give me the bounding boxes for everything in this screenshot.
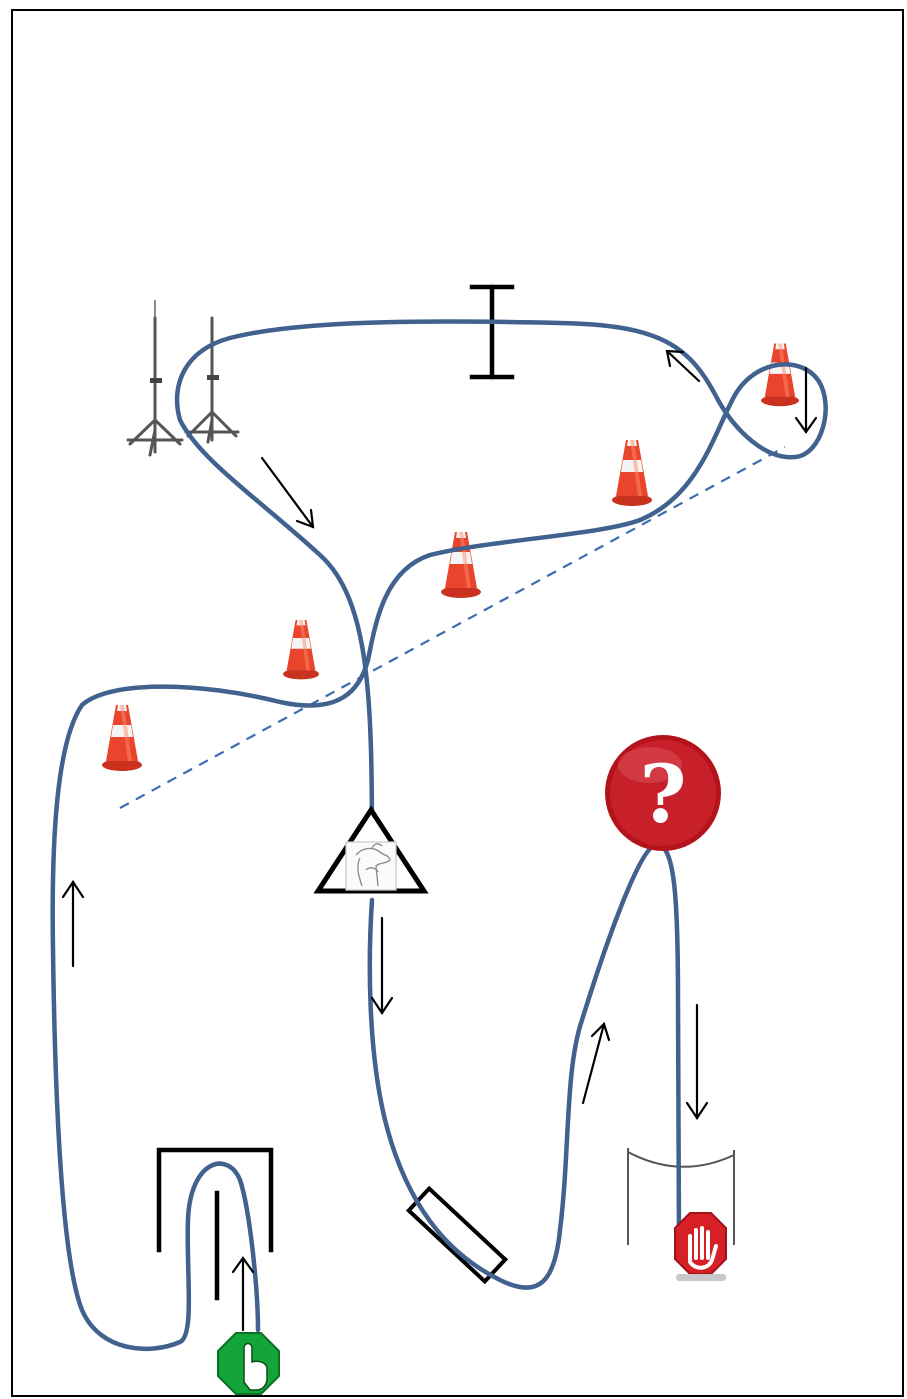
course-frame bbox=[11, 9, 904, 1397]
traffic-cone-icon bbox=[612, 440, 652, 506]
question-glyph: ? bbox=[640, 747, 687, 841]
arrow-up-right bbox=[581, 1021, 611, 1105]
warning-triangle-icon bbox=[313, 805, 429, 894]
question-circle-icon: ? bbox=[605, 735, 721, 851]
bridge-icon bbox=[405, 1185, 509, 1285]
course-route bbox=[50, 319, 828, 1352]
i-beam-gate-icon bbox=[469, 284, 515, 380]
arrow-down-right bbox=[685, 1003, 709, 1120]
horse-figure-icon bbox=[345, 841, 397, 891]
traffic-cone-icon bbox=[761, 343, 799, 407]
traffic-cone-icon bbox=[102, 705, 142, 771]
course-route-second bbox=[367, 842, 682, 1290]
arrow-down-middle bbox=[370, 916, 394, 1015]
jump-stands-icon bbox=[126, 300, 240, 457]
traffic-cone-icon bbox=[441, 532, 481, 598]
stop-hand-icon bbox=[674, 1212, 727, 1281]
arrow-up-start bbox=[231, 1256, 255, 1332]
hand-pointer-icon bbox=[217, 1332, 280, 1395]
arrow-diagonal-down bbox=[260, 456, 315, 529]
arrow-down-top-right bbox=[794, 366, 818, 434]
dashed-line bbox=[119, 446, 786, 809]
arrow-up-left-side bbox=[61, 880, 85, 968]
arched-gate-icon bbox=[627, 1148, 735, 1245]
traffic-cone-icon bbox=[283, 620, 319, 680]
arrow-up-left-top bbox=[665, 349, 701, 383]
u-corridor-icon bbox=[156, 1147, 274, 1301]
